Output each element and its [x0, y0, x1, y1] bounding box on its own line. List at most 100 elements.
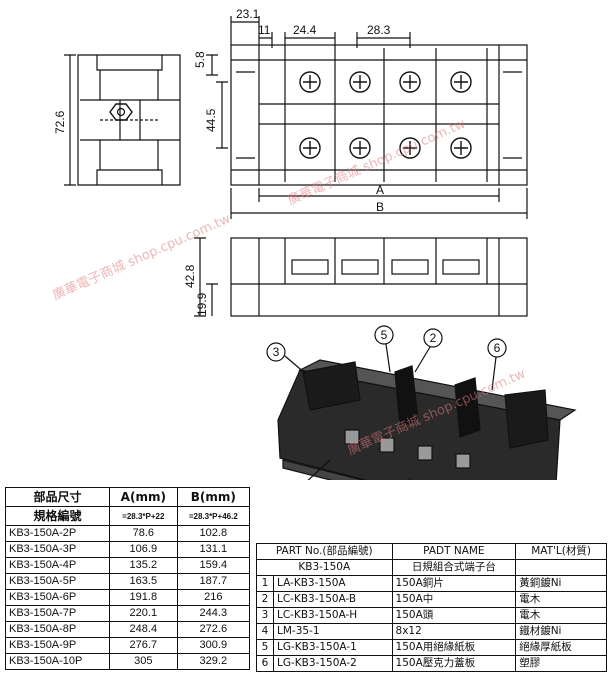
part-name-cell: 8x12: [391, 623, 517, 640]
dim-72-6-label: 72.6: [53, 110, 67, 134]
technical-drawing: 23.1 11 24.4 28.3 5.8 44.5 72.6 A B 42.8…: [51, 7, 577, 480]
size-formula-a: =28.3*P+22: [109, 506, 178, 526]
part-no-cell: LM-35-1: [273, 623, 393, 640]
a-cell: 135.2: [109, 557, 178, 574]
size-header-a: A(mm): [109, 487, 178, 507]
side-view: [77, 54, 181, 186]
dim-5-8-label: 5.8: [193, 51, 207, 68]
callout-5: 5: [381, 328, 388, 342]
watermark-1: 廣華電子商城 shop.cpu.com.tw: [51, 211, 234, 303]
parts-subheader-name: 日規組合式端子台: [391, 559, 517, 576]
parts-table-header-row: PART No.(部品編號) PADT NAME MAT'L(材質): [256, 543, 607, 560]
model-cell: KB3-150A-7P: [5, 605, 110, 622]
part-no-cell: LG-KB3-150A-2: [273, 655, 393, 672]
b-cell: 187.7: [176, 573, 251, 590]
item-no-cell: 4: [256, 623, 274, 640]
size-formula-b: =28.3*P+46.2: [176, 506, 251, 526]
parts-subheader-material: [515, 559, 607, 576]
material-cell: 電木: [515, 591, 607, 608]
material-cell: 鐵材鍍Ni: [515, 623, 607, 640]
size-header-part-size: 部品尺寸: [5, 487, 110, 507]
material-cell: 黃銅鍍Ni: [515, 575, 607, 592]
a-cell: 191.8: [109, 589, 178, 606]
size-table-header-row: 部品尺寸 A(mm) B(mm): [5, 487, 251, 507]
a-cell: 163.5: [109, 573, 178, 590]
part-name-cell: 150A銅片: [391, 575, 517, 592]
a-cell: 276.7: [109, 637, 178, 654]
dim-11-label: 11: [258, 23, 271, 37]
model-cell: KB3-150A-2P: [5, 525, 110, 542]
b-cell: 272.6: [176, 621, 251, 638]
parts-subheader-model: KB3-150A: [256, 559, 393, 576]
item-no-cell: 3: [256, 607, 274, 624]
isometric-view: [277, 359, 577, 480]
callout-3: 3: [273, 345, 280, 359]
dim-42-8-label: 42.8: [183, 264, 197, 288]
dim-24-4-label: 24.4: [293, 23, 317, 37]
item-no-cell: 2: [256, 591, 274, 608]
part-no-cell: LG-KB3-150A-1: [273, 639, 393, 656]
dim-b-label: B: [376, 200, 384, 214]
parts-table: PART No.(部品編號) PADT NAME MAT'L(材質) KB3-1…: [256, 543, 607, 672]
parts-header-material: MAT'L(材質): [515, 543, 607, 560]
size-subheader-spec: 規格編號: [5, 506, 110, 526]
a-cell: 248.4: [109, 621, 178, 638]
b-cell: 102.8: [176, 525, 251, 542]
size-table: 部品尺寸 A(mm) B(mm) 規格編號 =28.3*P+22 =28.3*P…: [5, 487, 251, 670]
part-name-cell: 150A頭: [391, 607, 517, 624]
callouts: [266, 325, 507, 480]
size-table-formula-row: 規格編號 =28.3*P+22 =28.3*P+46.2: [5, 506, 251, 526]
model-cell: KB3-150A-8P: [5, 621, 110, 638]
model-cell: KB3-150A-9P: [5, 637, 110, 654]
callout-2: 2: [430, 331, 437, 345]
parts-header-part-no: PART No.(部品編號): [256, 543, 393, 560]
a-cell: 305: [109, 653, 178, 670]
a-cell: 220.1: [109, 605, 178, 622]
parts-table-subheader-row: KB3-150A 日規組合式端子台: [256, 559, 607, 576]
b-cell: 300.9: [176, 637, 251, 654]
material-cell: 塑膠: [515, 655, 607, 672]
part-name-cell: 150A中: [391, 591, 517, 608]
model-cell: KB3-150A-3P: [5, 541, 110, 558]
b-cell: 131.1: [176, 541, 251, 558]
item-no-cell: 5: [256, 639, 274, 656]
model-cell: KB3-150A-4P: [5, 557, 110, 574]
a-cell: 78.6: [109, 525, 178, 542]
size-header-b: B(mm): [176, 487, 251, 507]
b-cell: 244.3: [176, 605, 251, 622]
front-view: [230, 237, 528, 317]
callout-6: 6: [494, 341, 501, 355]
part-name-cell: 150A壓克力蓋板: [391, 655, 517, 672]
part-no-cell: LC-KB3-150A-B: [273, 591, 393, 608]
model-cell: KB3-150A-10P: [5, 653, 110, 670]
dim-19-9-label: 19.9: [195, 292, 209, 316]
model-cell: KB3-150A-5P: [5, 573, 110, 590]
parts-header-name: PADT NAME: [391, 543, 517, 560]
item-no-cell: 1: [256, 575, 274, 592]
dim-28-3-label: 28.3: [367, 23, 391, 37]
a-cell: 106.9: [109, 541, 178, 558]
dim-a-label: A: [376, 183, 384, 197]
item-no-cell: 6: [256, 655, 274, 672]
b-cell: 159.4: [176, 557, 251, 574]
material-cell: 絕緣厚紙板: [515, 639, 607, 656]
part-no-cell: LA-KB3-150A: [273, 575, 393, 592]
model-cell: KB3-150A-6P: [5, 589, 110, 606]
part-name-cell: 150A用絕緣紙板: [391, 639, 517, 656]
part-no-cell: LC-KB3-150A-H: [273, 607, 393, 624]
dim-44-5-label: 44.5: [204, 108, 218, 132]
